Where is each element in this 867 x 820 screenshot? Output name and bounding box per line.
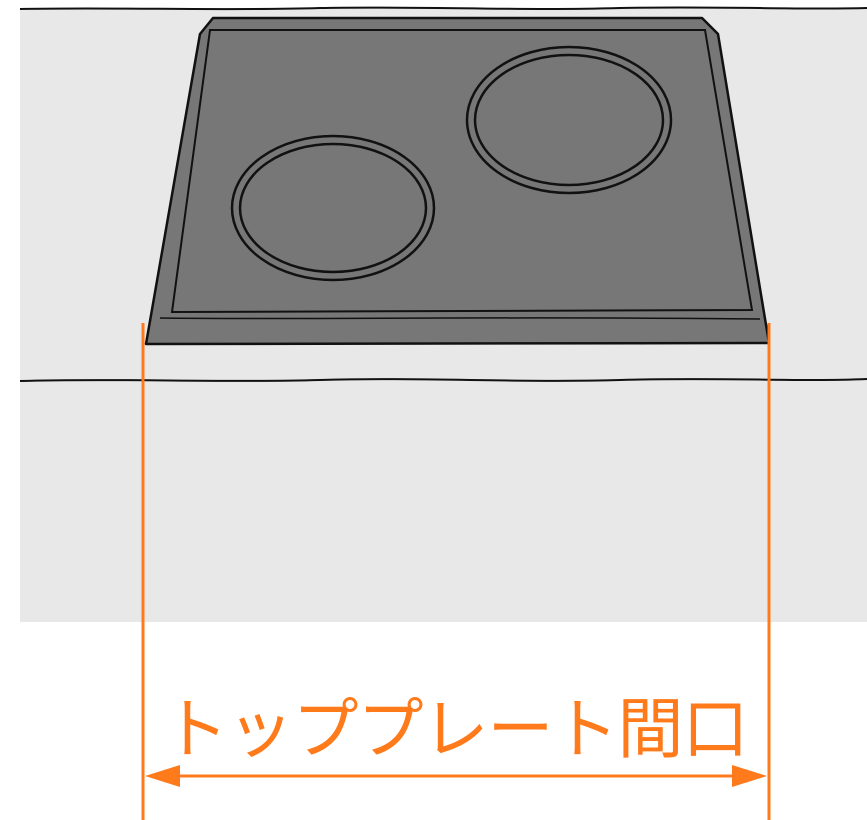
- dimension-arrowhead-left: [145, 765, 180, 787]
- counter-front-edge: [19, 378, 867, 382]
- cooktop-inner-frame: [170, 29, 754, 314]
- left-burner-outer-ring: [230, 134, 436, 282]
- dimension-label: トッププレート間口: [162, 691, 749, 768]
- right-burner-outer-ring: [465, 45, 673, 195]
- counter-back-edge: [19, 6, 867, 11]
- right-burner-inner-ring: [473, 53, 665, 187]
- cooktop-front-bevel: [159, 317, 761, 320]
- dimension-arrowhead-right: [732, 765, 767, 787]
- cabinet-front: [20, 380, 867, 622]
- left-burner-inner-ring: [238, 142, 428, 274]
